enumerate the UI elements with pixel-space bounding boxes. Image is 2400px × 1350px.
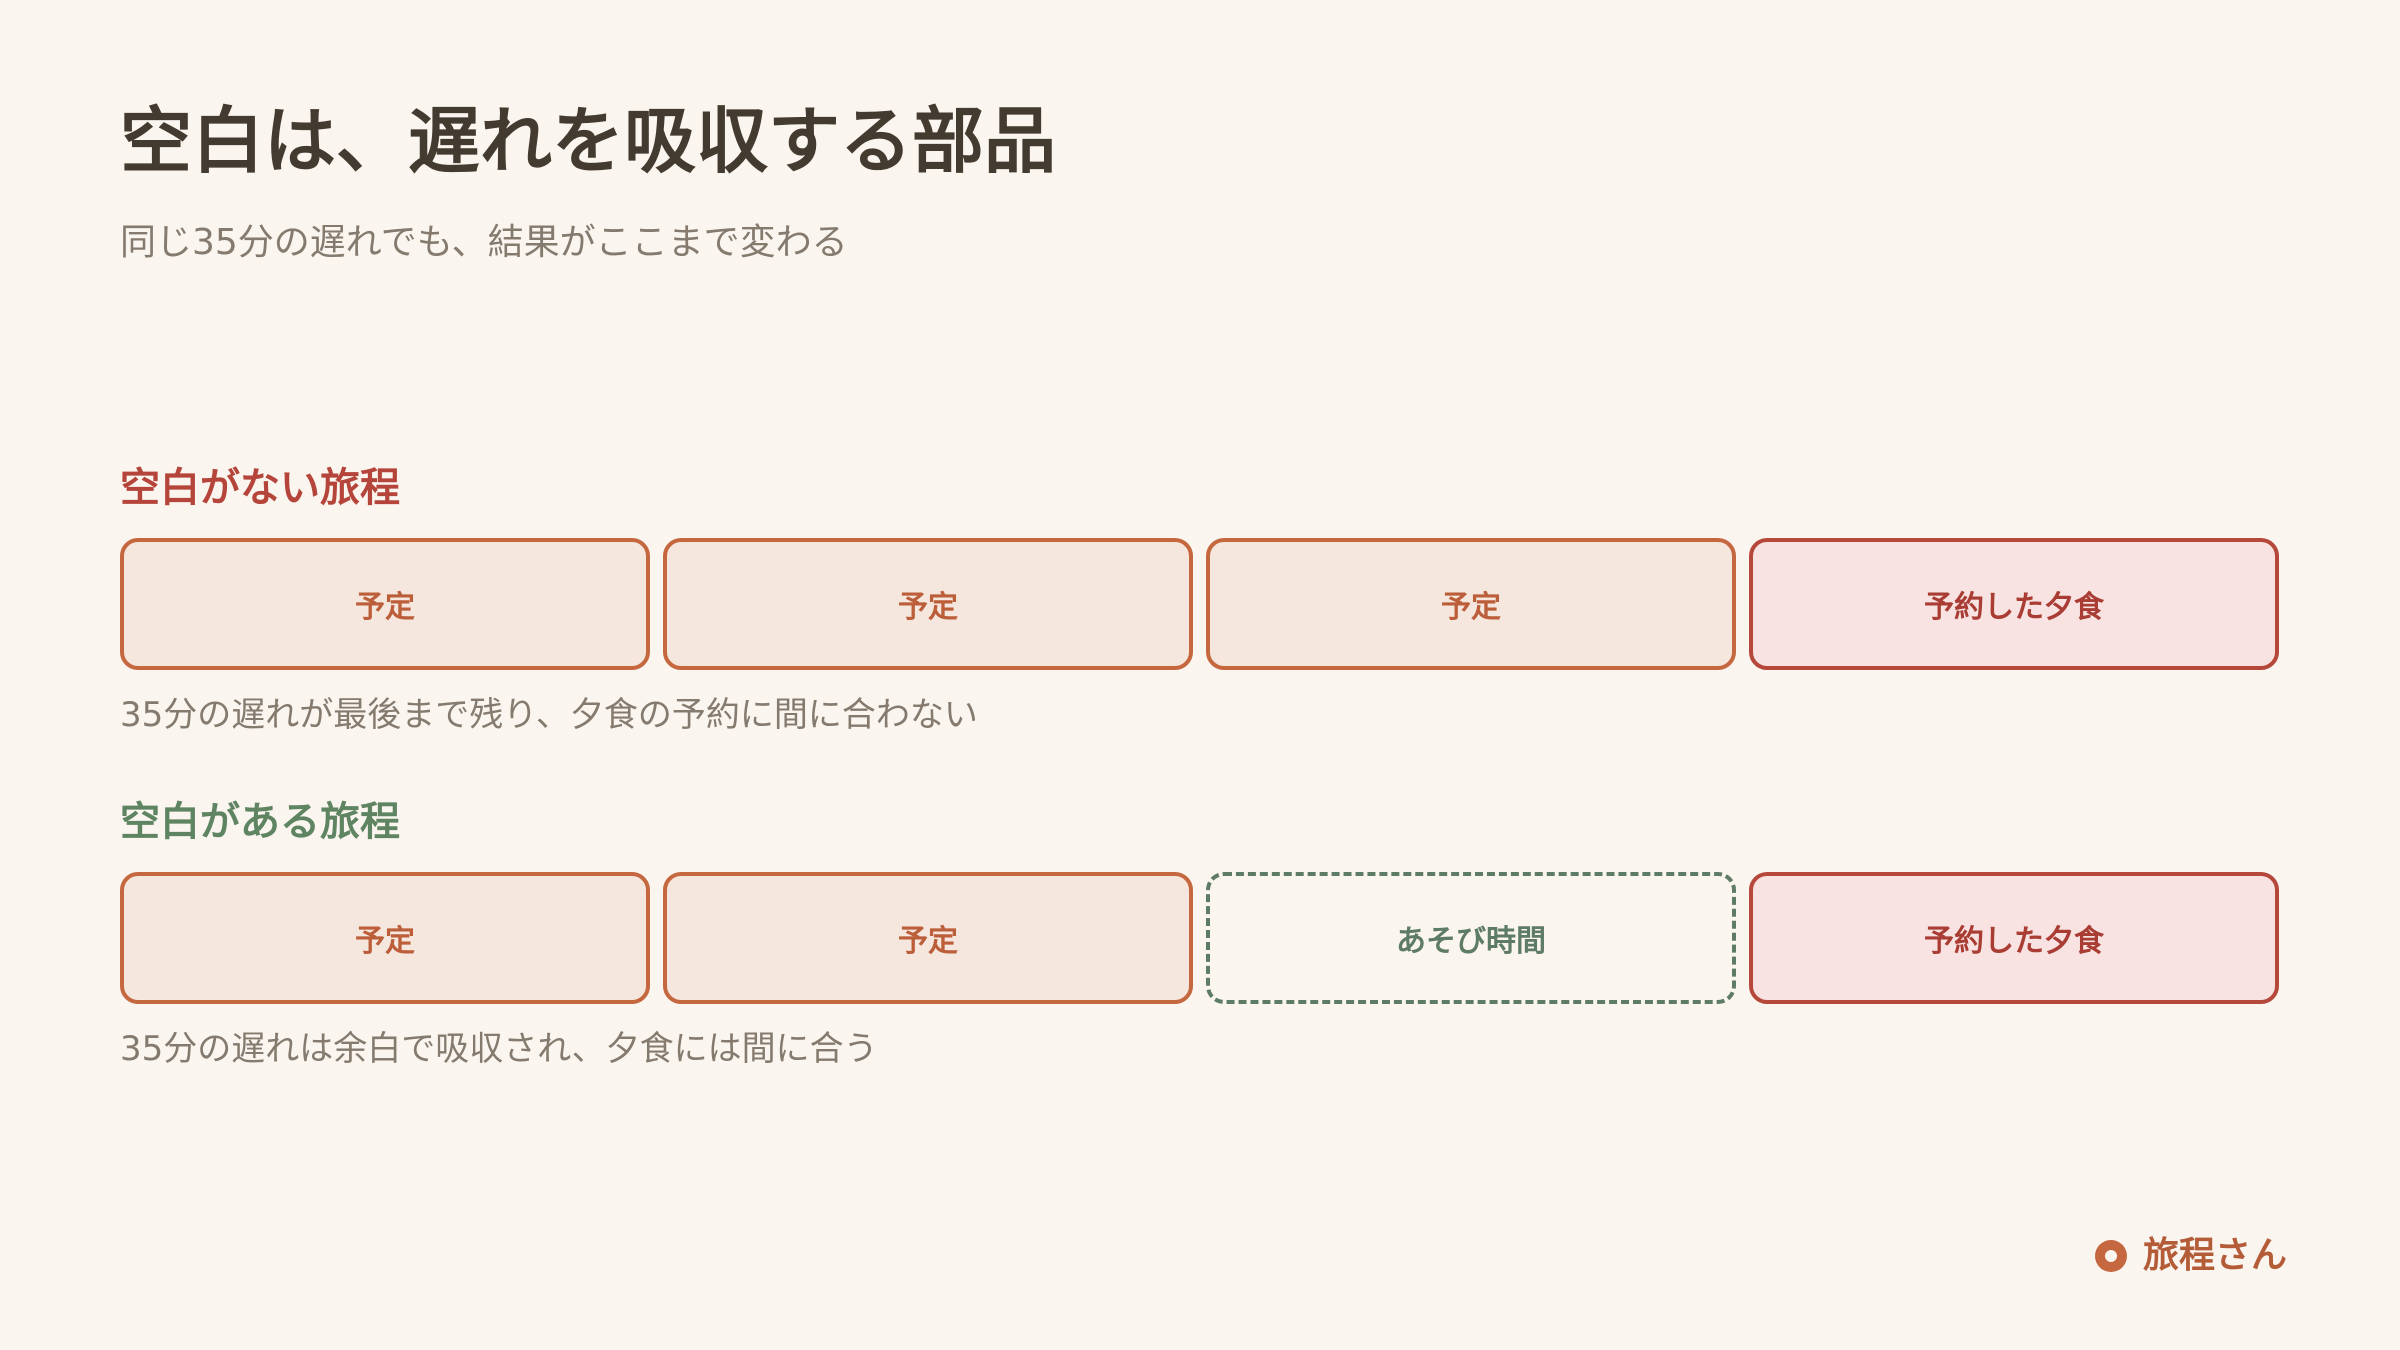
page-title: 空白は、遅れを吸収する部品 xyxy=(120,99,1057,183)
section-label-with-buffer: 空白がある旅程 xyxy=(120,799,400,845)
dinner-block: 予約した夕食 xyxy=(1749,872,2279,1004)
schedule-block: 予定 xyxy=(663,872,1193,1004)
brand-mark: 旅程さん xyxy=(2094,1235,2287,1276)
brand-name: 旅程さん xyxy=(2142,1235,2287,1276)
itinerary-row-no-buffer: 予定 予定 予定 予約した夕食 xyxy=(120,538,2280,670)
ring-dot-icon xyxy=(2094,1240,2127,1272)
result-note-no-buffer: 35分の遅れが最後まで残り、夕食の予約に間に合わない xyxy=(120,695,978,735)
section-label-no-buffer: 空白がない旅程 xyxy=(120,465,400,511)
result-note-with-buffer: 35分の遅れは余白で吸収され、夕食には間に合う xyxy=(120,1029,878,1069)
buffer-block: あそび時間 xyxy=(1206,872,1736,1004)
schedule-block: 予定 xyxy=(120,538,650,670)
schedule-block: 予定 xyxy=(663,538,1193,670)
schedule-block: 予定 xyxy=(120,872,650,1004)
itinerary-row-with-buffer: 予定 予定 あそび時間 予約した夕食 xyxy=(120,872,2280,1004)
page-subtitle: 同じ35分の遅れでも、結果がここまで変わる xyxy=(120,222,848,263)
schedule-block: 予定 xyxy=(1206,538,1736,670)
dinner-block: 予約した夕食 xyxy=(1749,538,2279,670)
